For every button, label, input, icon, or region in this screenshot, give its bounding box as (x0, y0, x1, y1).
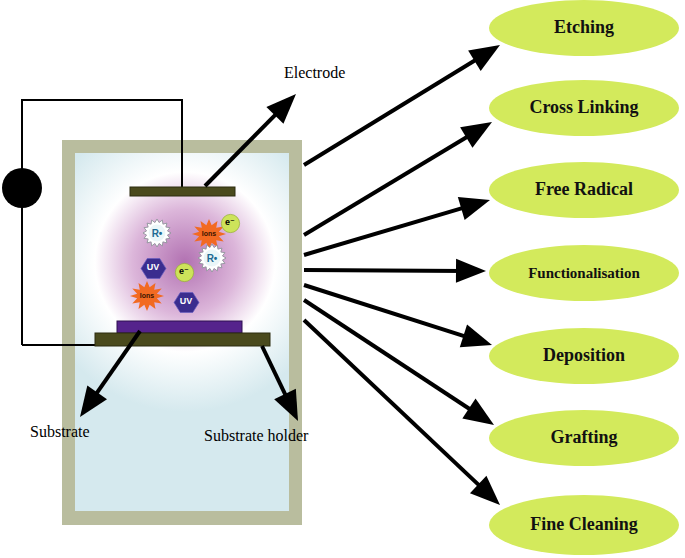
effect-label: Cross Linking (529, 98, 638, 118)
uv-hexagon (174, 292, 199, 312)
ellipse-shape (489, 410, 679, 466)
uv-hexagon (141, 258, 166, 278)
electron-dot (221, 214, 239, 232)
part-label: Electrode (284, 64, 345, 81)
radical-burst (198, 244, 226, 272)
particle-label: e⁻ (225, 218, 235, 228)
radical-core (204, 250, 221, 267)
arrow-head (470, 476, 500, 505)
pointer-arrow (205, 109, 281, 186)
effect-label: Fine Cleaning (530, 515, 638, 535)
arrow-head (458, 197, 490, 220)
particle-label: Ions (202, 230, 216, 238)
arrow-head (468, 45, 500, 71)
chamber-wall (62, 140, 302, 525)
effect-ellipse: Cross Linking (489, 80, 679, 136)
electron-symbol: e⁻ (221, 214, 240, 233)
effect-label: Etching (554, 18, 614, 38)
ion-star (130, 281, 164, 311)
electron-dot (175, 263, 193, 281)
ellipse-shape (489, 495, 679, 555)
arrow-head (274, 389, 298, 421)
power-source (2, 168, 42, 208)
particle-label: Ions (140, 292, 154, 300)
arrow-head (456, 259, 486, 283)
uv-symbol: UV (174, 291, 199, 314)
plasma-region (75, 153, 289, 511)
label-holder: Electrode (284, 64, 345, 82)
arrow-head (266, 94, 296, 124)
uv-symbol: UV (141, 257, 166, 280)
electrode-plate (130, 187, 235, 196)
radical-burst (143, 219, 171, 247)
radical-symbol: R• (198, 244, 226, 272)
substrate-holder (95, 333, 270, 346)
label-holder: Substrate (30, 423, 90, 441)
effect-ellipse: Etching (489, 0, 679, 56)
effect-label: Grafting (551, 428, 618, 448)
effect-label: Deposition (543, 346, 625, 366)
pointer-arrow (304, 133, 474, 235)
effect-ellipse: Grafting (489, 410, 679, 466)
arrow-head (460, 324, 492, 347)
arrow-head (80, 386, 107, 417)
pointer-arrow (304, 285, 472, 339)
pointer-arrow (92, 331, 140, 400)
ellipse-shape (489, 245, 679, 301)
electron-symbol: e⁻ (175, 263, 194, 282)
pointer-arrow (304, 320, 485, 491)
effect-ellipse: Deposition (489, 328, 679, 384)
particle-label: UV (147, 263, 160, 273)
particle-label: UV (180, 297, 193, 307)
ellipse-shape (489, 80, 679, 136)
radical-core (149, 225, 166, 242)
particle-label: e⁻ (179, 267, 189, 277)
ellipse-shape (489, 162, 679, 218)
particle-label: R• (152, 228, 163, 239)
ellipse-shape (489, 328, 679, 384)
circuit-wire (22, 344, 95, 346)
effect-ellipse: Fine Cleaning (489, 495, 679, 555)
effect-label: Functionalisation (528, 265, 640, 282)
ion-symbol: Ions (130, 281, 164, 311)
part-label: Substrate (30, 423, 90, 440)
effect-label: Free Radical (535, 180, 633, 200)
arrow-head (462, 398, 494, 425)
pointer-arrow (262, 346, 289, 402)
pointer-arrow (304, 300, 476, 413)
pointer-arrow (304, 206, 470, 255)
radical-symbol: R• (143, 219, 171, 247)
part-label: Substrate holder (204, 427, 308, 444)
circuit-wire (181, 140, 183, 188)
effect-ellipse: Free Radical (489, 162, 679, 218)
label-holder: Substrate holder (204, 427, 308, 445)
ellipse-shape (489, 0, 679, 56)
substrate (117, 321, 242, 333)
effect-ellipse: Functionalisation (489, 245, 679, 301)
pointer-arrow (304, 268, 465, 273)
particle-label: R• (207, 253, 218, 264)
arrow-head (460, 122, 492, 148)
